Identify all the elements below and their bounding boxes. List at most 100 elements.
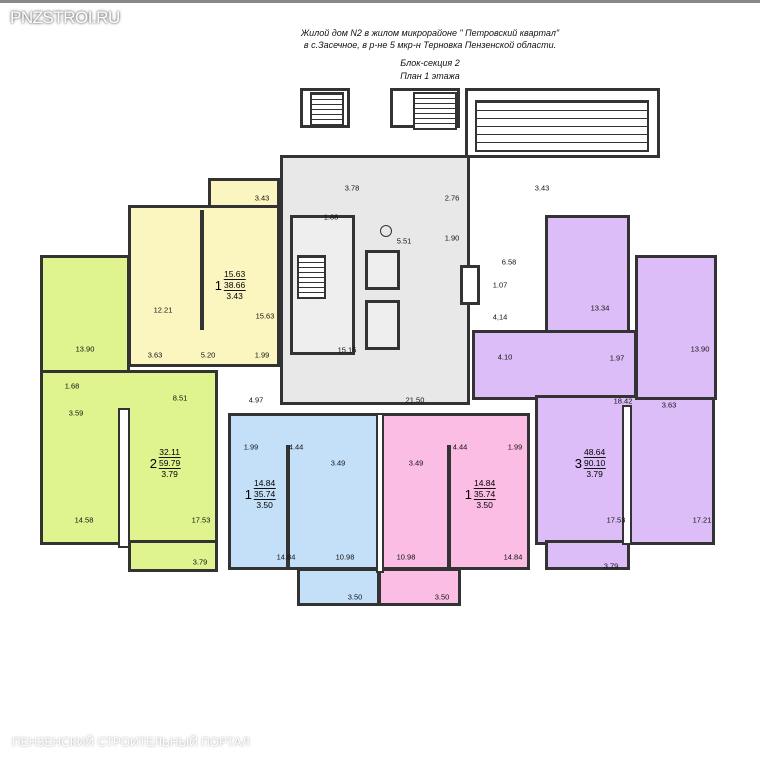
wall [447,445,451,570]
shaft [460,265,480,305]
room-area: 13.34 [590,303,610,313]
room-area: 2.76 [444,193,460,203]
wall [200,210,204,330]
wall [118,408,130,548]
rooms-count: 3 [574,455,582,471]
wall [376,413,384,573]
room-area: 10.98 [335,552,355,562]
balcony-pink [378,568,461,606]
rooms-count: 2 [149,455,157,471]
living-area: 48.64 [583,447,606,457]
total-area: 35.74 [473,488,496,500]
room-area: 3.79 [603,561,619,571]
total-area: 38.66 [223,279,246,291]
room-area: 8.51 [172,393,188,403]
apartment-2-room [40,255,130,373]
title-line-1: Жилой дом N2 в жилом микрорайоне " Петро… [300,28,560,38]
room-area: 6.58 [501,257,517,267]
drain-circle-icon [380,225,392,237]
room-area: 3.43 [534,183,550,193]
room-area: 3.50 [434,592,450,602]
apartment-1-yellow [128,205,280,367]
balcony-area: 3.50 [476,500,493,510]
room-area: 17.53 [606,515,626,525]
section-title: Блок-секция 2 [400,58,460,68]
total-area: 35.74 [253,488,276,500]
porch-stairs-icon-2 [413,92,457,130]
room-area: 13.90 [75,344,95,354]
title-line-2: в с.Засечное, в р-не 5 мкр-н Терновка Пе… [303,40,557,50]
room-area: 4,14 [492,312,508,322]
room-area: 10.98 [396,552,416,562]
top-border [0,0,760,3]
room-area: 1.07 [492,280,508,290]
room-area: 3.43 [254,193,270,203]
room-area: 3.49 [408,458,424,468]
total-area: 59.79 [158,457,181,469]
balcony-yellow [208,178,280,208]
room-area: 3.50 [347,592,363,602]
room-area: 3.78 [344,183,360,193]
room-area: 14.84 [276,552,296,562]
room-area: 3.63 [147,350,163,360]
porch-stairs-icon [310,92,344,126]
balcony-purple [545,540,630,570]
room-area: 3.79 [192,557,208,567]
room-area: 4.44 [288,442,304,452]
room-area: 1.99 [507,442,523,452]
room-area: 12.21 [153,305,173,315]
apartment-1-blue [228,413,380,570]
room-area: 17.21 [692,515,712,525]
balcony-area: 3.79 [161,469,178,479]
stair-icon [297,255,326,299]
room-area: 14.58 [74,515,94,525]
balcony-area: 3.43 [226,291,243,301]
room-area: 15.15 [337,345,357,355]
living-area: 14.84 [253,478,276,488]
room-area: 13.90 [690,344,710,354]
rooms-count: 1 [244,486,252,502]
room-area: 21.50 [405,395,425,405]
room-area: 3.59 [68,408,84,418]
room-area: 18.42 [613,396,633,406]
balcony-green [128,540,218,572]
rooms-count: 1 [464,486,472,502]
utility-room-2 [365,300,400,350]
room-area: 15.63 [255,311,275,321]
room-area: 3.49 [330,458,346,468]
balcony-area: 3.79 [586,469,603,479]
balcony-blue [297,568,380,606]
room-area: 4.44 [452,442,468,452]
room-area: 1.99 [243,442,259,452]
footer-watermark: ПЕНЗЕНСКИЙ СТРОИТЕЛЬНЫЙ ПОРТАЛ [12,735,250,749]
wall [622,405,632,545]
room-area: 17.53 [191,515,211,525]
apartment-3-hall [472,330,637,400]
living-area: 32.11 [159,447,180,457]
living-area: 14.84 [473,478,496,488]
wall [286,445,290,570]
plan-title: План 1 этажа [400,71,460,81]
room-area: 1.88 [323,212,339,222]
room-area: 4.10 [497,352,513,362]
room-area: 14.84 [503,552,523,562]
room-area: 1.68 [64,381,80,391]
apartment-1-pink [380,413,530,570]
room-area: 4.97 [248,395,264,405]
rooms-count: 1 [214,277,222,293]
room-area: 5.20 [200,350,216,360]
balcony-area: 3.50 [256,500,273,510]
watermark-logo: PNZSTROI.RU [10,8,120,27]
room-area: 1.90 [444,233,460,243]
room-area: 1.99 [254,350,270,360]
room-area: 5.51 [396,236,412,246]
living-area: 15.63 [223,269,246,279]
utility-room [365,250,400,290]
room-area: 3.63 [661,400,677,410]
ramp-lines-icon [475,100,649,152]
total-area: 90.10 [583,457,606,469]
